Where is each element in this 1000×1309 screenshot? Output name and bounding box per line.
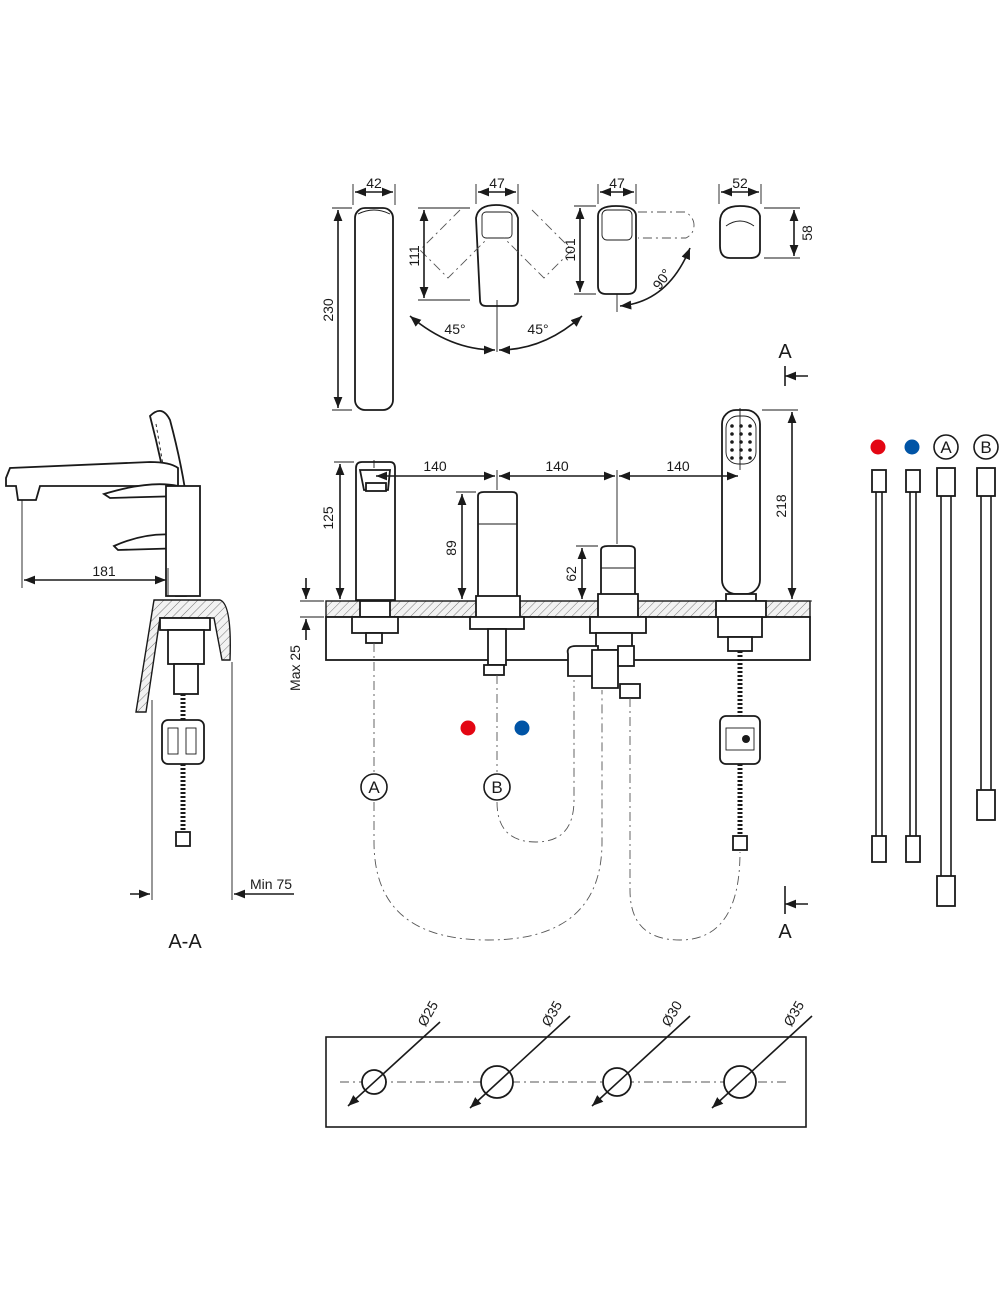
mixer-angle-right-label: 45° [527, 321, 548, 337]
diverter-angle-label: 90° [649, 266, 674, 293]
deck-thickness-label: Max 25 [287, 645, 303, 691]
section-marker-top: A [778, 341, 808, 386]
legend-b-circle [973, 434, 999, 460]
connection-a-label: A [368, 778, 380, 797]
hose-cold [905, 469, 921, 863]
spacing-2-label: 140 [545, 458, 569, 474]
diverter-height-label: 101 [562, 238, 578, 262]
hoses-legend: A B [870, 434, 999, 907]
shower-height-label: 218 [773, 494, 789, 518]
hose-hot [871, 469, 887, 863]
connection-a-circle [360, 773, 388, 801]
hot-water-dot [460, 720, 476, 736]
handle-top-view: 52 58 [718, 175, 815, 259]
diverter-top-view: 47 101 90° [562, 175, 695, 312]
diverter-width-label: 47 [609, 175, 625, 191]
side-view-caption: A-A [168, 931, 202, 953]
connection-b-circle [483, 773, 511, 801]
handle-width-label: 52 [732, 175, 748, 191]
side-section-view: 181 Min 75 A-A [5, 410, 294, 953]
hose-a [936, 467, 956, 907]
holes-plate: Ø25 Ø35 Ø30 Ø35 [325, 998, 813, 1128]
spout-width-label: 42 [366, 175, 382, 191]
mixer-height-label: 111 [406, 245, 422, 266]
front-view: A B 140 140 140 125 89 62 218 [287, 408, 812, 941]
side-min-clearance-label: Min 75 [250, 876, 292, 892]
mixer-angle-left-label: 45° [444, 321, 465, 337]
section-marker-bottom: A [778, 886, 808, 943]
mixer-width-label: 47 [489, 175, 505, 191]
mixer-front-height-label: 89 [443, 540, 459, 556]
handle-height-label: 58 [799, 225, 815, 241]
legend-a-label: A [940, 438, 952, 457]
cold-water-dot [514, 720, 530, 736]
mixer-lever-top-view: 47 111 45° 45° [406, 175, 583, 355]
section-label-top: A [778, 341, 792, 363]
spout-top-view: 42 230 [320, 175, 396, 411]
diverter-front-height-label: 62 [563, 566, 579, 582]
section-label-bottom: A [778, 921, 792, 943]
side-reach-label: 181 [92, 563, 116, 579]
hot-legend-dot [870, 439, 886, 455]
legend-b-label: B [980, 438, 991, 457]
connection-b-label: B [491, 778, 502, 797]
cold-legend-dot [904, 439, 920, 455]
hose-b [976, 467, 996, 821]
spacing-3-label: 140 [666, 458, 690, 474]
spacing-1-label: 140 [423, 458, 447, 474]
spout-front-height-label: 125 [320, 506, 336, 530]
spout-height-label: 230 [320, 298, 336, 322]
legend-a-circle [933, 434, 959, 460]
